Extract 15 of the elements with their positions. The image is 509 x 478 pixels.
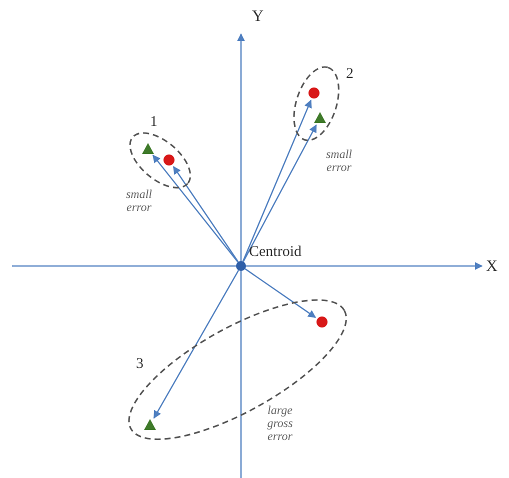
axis-label: Y [252,8,264,26]
error-note: large gross error [266,404,294,443]
arrow [153,270,240,419]
error-note: small error [324,148,353,174]
arrow [152,154,238,262]
group-number: 2 [346,66,354,82]
arrow [172,166,239,262]
arrow [242,124,317,262]
group-number: 1 [150,114,158,130]
arrow [244,268,316,318]
arrow [242,100,312,262]
axis-label: X [486,258,498,276]
point-label: Centroid [249,244,302,261]
error-note: small error [124,188,153,214]
group-number: 3 [136,356,144,372]
